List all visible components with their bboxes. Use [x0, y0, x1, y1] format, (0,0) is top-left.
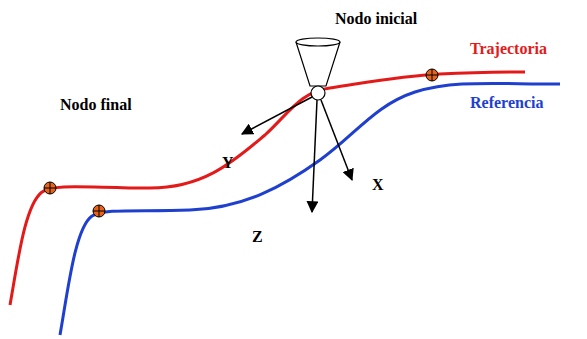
- y-axis-arrow: [242, 97, 312, 134]
- reference-curve: [60, 83, 560, 335]
- node-marker: [426, 69, 438, 81]
- node-marker: [93, 205, 105, 217]
- node-marker: [44, 182, 56, 194]
- z-axis-arrow: [312, 100, 317, 212]
- trajectory-curve: [10, 72, 525, 305]
- axis-label: Z: [252, 228, 263, 246]
- x-axis-arrow: [321, 100, 352, 180]
- tool-tip: [311, 86, 325, 100]
- axis-label: X: [372, 176, 384, 194]
- curve-label: Referencia: [470, 94, 543, 112]
- curve-label: Trajectoria: [470, 40, 547, 58]
- tool-cone: [296, 38, 340, 86]
- node-label: Nodo final: [60, 96, 132, 114]
- node-label: Nodo inicial: [335, 10, 417, 28]
- axis-label: Y: [222, 154, 234, 172]
